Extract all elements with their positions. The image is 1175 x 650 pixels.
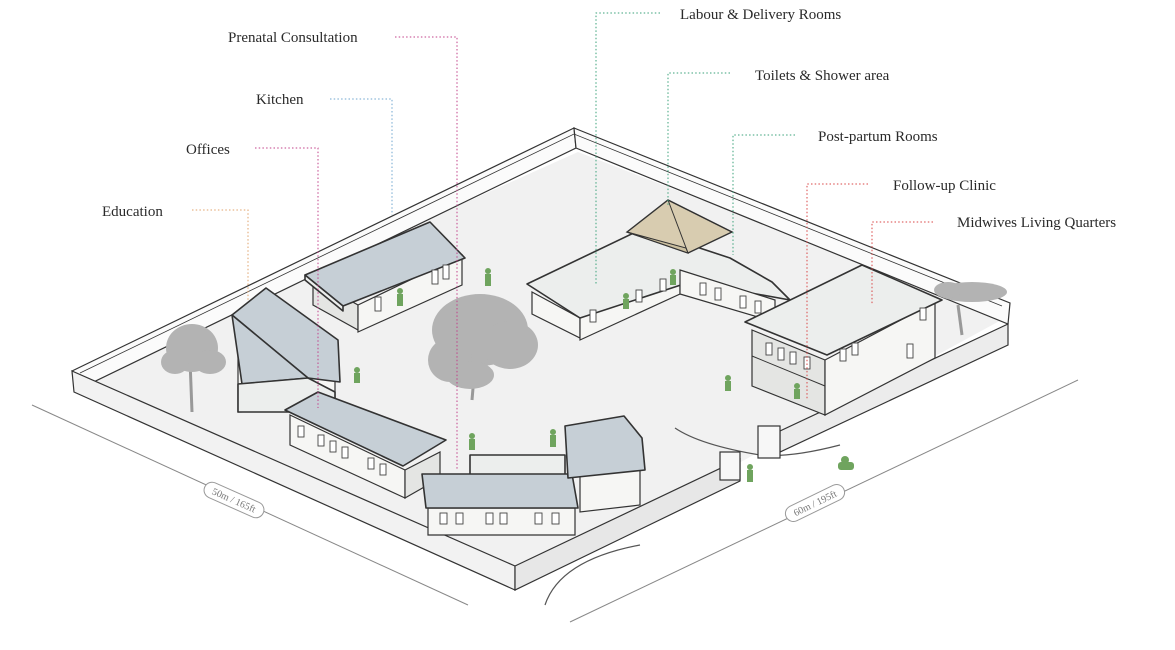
label-education: Education [102,204,163,220]
label-toilets-shower: Toilets & Shower area [755,68,890,84]
people [354,268,854,482]
leader-labour [595,12,660,285]
tree-left [161,324,226,413]
tree-right [934,282,1007,336]
label-prenatal-consultation: Prenatal Consultation [228,30,358,46]
leader-lines [192,12,933,470]
building-prenatal [421,415,646,536]
label-follow-up-clinic: Follow-up Clinic [893,178,996,194]
building-toilets [625,199,734,254]
leader-offices [255,147,319,408]
tree-center [428,294,538,401]
dimension-tag-right: 60m / 195ft [784,483,846,523]
leader-kitchen [330,98,393,215]
label-offices: Offices [186,142,230,158]
building-kitchen [304,221,466,333]
leader-followup [806,183,868,400]
label-midwives-quarters: Midwives Living Quarters [957,215,1117,231]
label-labour-delivery: Labour & Delivery Rooms [680,7,842,23]
leader-postpartum [732,134,795,255]
label-post-partum: Post-partum Rooms [818,129,938,145]
label-kitchen: Kitchen [256,92,304,108]
dimension-tag-left: 50m / 165ft [203,481,265,519]
leader-education [192,209,249,300]
